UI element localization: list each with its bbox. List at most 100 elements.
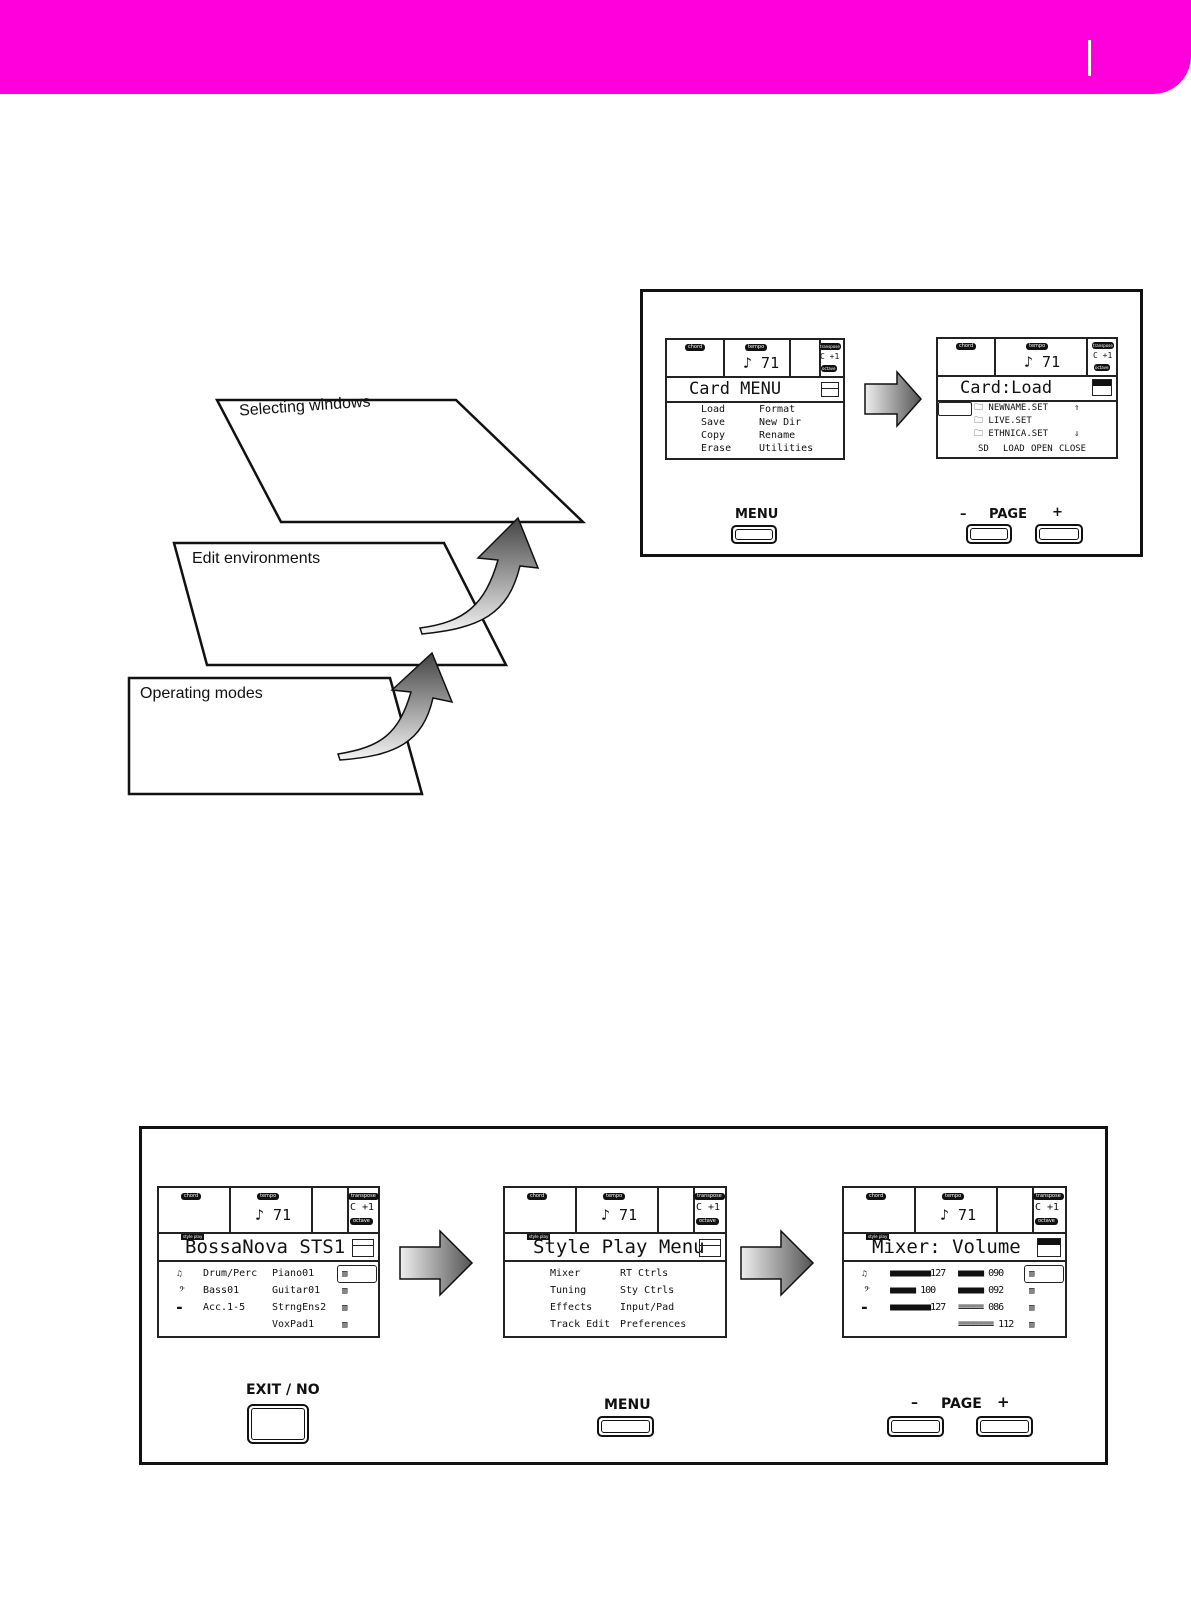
menu-item-input-pad[interactable]: Input/Pad (620, 1302, 675, 1313)
tag-transpose: transpose (819, 343, 841, 350)
page-plus-button[interactable] (976, 1416, 1033, 1437)
right-arrow-icon (740, 1229, 815, 1297)
tag-chord: chord (527, 1193, 548, 1200)
tag-tempo: tempo (603, 1193, 626, 1200)
file-item[interactable]: 🗀 NEWNAME.SET (974, 403, 1049, 413)
layer-selecting-windows (214, 398, 587, 524)
menu-item[interactable]: Rename (759, 430, 796, 441)
menu-item[interactable]: Erase (701, 443, 732, 454)
menu-item-mixer[interactable]: Mixer (550, 1268, 581, 1279)
menu-item[interactable]: Save (701, 417, 726, 428)
keyboard-icon: ▥ (342, 1269, 348, 1279)
volume-bar[interactable]: ≡≡≡≡≡ 086 (958, 1302, 1004, 1313)
transpose-value: C +1 (1093, 351, 1113, 360)
menu-item[interactable]: New Dir (759, 417, 802, 428)
tab-load[interactable]: LOAD (1003, 444, 1025, 454)
bass-icon: 𝄢 (179, 1286, 185, 1296)
keyboard-icon: ▥ (342, 1286, 348, 1296)
volume-bar[interactable]: ≡≡≡≡≡≡≡ 112 (958, 1319, 1014, 1330)
volume-bar[interactable]: ■■■■■■■■127 (890, 1302, 946, 1313)
page-header-bar (0, 0, 1191, 94)
page-minus-button[interactable] (887, 1416, 944, 1437)
exit-no-label: EXIT / NO (246, 1382, 320, 1398)
track-name[interactable]: VoxPad1 (272, 1319, 315, 1330)
transpose-value: C +1 (820, 352, 840, 361)
menu-item-effects[interactable]: Effects (550, 1302, 593, 1313)
track-name[interactable]: Bass01 (203, 1285, 240, 1296)
lcd-title: BossaNova STS1 (185, 1236, 346, 1258)
tab-open[interactable]: OPEN (1031, 444, 1053, 454)
scroll-up-icon[interactable]: ⇑ (1074, 403, 1080, 413)
page-indicator (1092, 379, 1112, 396)
menu-item-sty-ctrls[interactable]: Sty Ctrls (620, 1285, 675, 1296)
tag-chord: chord (181, 1193, 202, 1200)
transpose-value: C +1 (696, 1202, 721, 1213)
file-item[interactable]: 🗀 ETHNICA.SET (974, 429, 1049, 439)
layer-label-operating: Operating modes (140, 685, 263, 702)
scroll-down-icon[interactable]: ⇓ (1074, 429, 1080, 439)
volume-bar[interactable]: ■■■■■■■■127 (890, 1268, 946, 1279)
acc-icon: ▬ (177, 1303, 182, 1312)
page-label: PAGE (989, 507, 1027, 522)
menu-item-rt-ctrls[interactable]: RT Ctrls (620, 1268, 669, 1279)
menu-button[interactable] (597, 1416, 654, 1437)
page-plus-label: + (997, 1393, 1010, 1411)
menu-item[interactable]: Copy (701, 430, 726, 441)
volume-bar[interactable]: ■■■■■ 090 (958, 1268, 1004, 1279)
file-item[interactable]: 🗀 LIVE.SET (974, 416, 1032, 426)
selection-cursor (337, 1265, 377, 1283)
menu-button-label: MENU (735, 507, 779, 522)
tag-octave: octave (1035, 1218, 1058, 1225)
page-minus-button[interactable] (966, 524, 1012, 544)
tab-sd[interactable]: SD (978, 444, 989, 454)
tag-octave: octave (696, 1218, 719, 1225)
tag-tempo: tempo (257, 1193, 280, 1200)
keyboard-icon: ▥ (1029, 1303, 1035, 1313)
menu-item[interactable]: Format (759, 404, 796, 415)
menu-item-track-edit[interactable]: Track Edit (550, 1319, 611, 1330)
menu-item-preferences[interactable]: Preferences (620, 1319, 687, 1330)
lcd-title: Card MENU (689, 379, 782, 399)
tag-chord: chord (956, 343, 977, 350)
menu-button[interactable] (731, 525, 777, 544)
volume-bar[interactable]: ■■■■■ 092 (958, 1285, 1004, 1296)
transpose-value: C +1 (1035, 1202, 1060, 1213)
volume-bar[interactable]: ■■■■■ 100 (890, 1285, 936, 1296)
up-arrow-1 (419, 516, 540, 635)
tag-transpose: transpose (1092, 342, 1114, 349)
tag-transpose: transpose (1033, 1193, 1064, 1200)
keyboard-icon: ▥ (342, 1320, 348, 1330)
menu-item[interactable]: Load (701, 404, 726, 415)
keyboard-icon: ▥ (1029, 1320, 1035, 1330)
tag-transpose: transpose (348, 1193, 379, 1200)
menu-button-label: MENU (604, 1397, 651, 1413)
lcd-title: Card:Load (960, 378, 1053, 398)
selection-cursor (1024, 1265, 1064, 1283)
page-indicator (1037, 1238, 1061, 1257)
drum-icon: ♫ (862, 1269, 867, 1278)
track-name[interactable]: Piano01 (272, 1268, 315, 1279)
menu-item-tuning[interactable]: Tuning (550, 1285, 587, 1296)
track-name[interactable]: Drum/Perc (203, 1268, 258, 1279)
transpose-value: C +1 (350, 1202, 375, 1213)
track-name[interactable]: Acc.1-5 (203, 1302, 246, 1313)
tempo-value: ♪ 71 (255, 1206, 292, 1224)
right-arrow-icon (864, 370, 923, 428)
acc-icon: ▬ (862, 1303, 867, 1312)
page-plus-button[interactable] (1035, 524, 1083, 544)
page-label: PAGE (941, 1396, 982, 1412)
page-squares-icon (352, 1239, 374, 1257)
track-name[interactable]: StrngEns2 (272, 1302, 327, 1313)
tag-style-play: style play (527, 1234, 551, 1240)
tab-close[interactable]: CLOSE (1059, 444, 1087, 454)
selection-cursor (938, 402, 972, 416)
exit-no-button[interactable] (247, 1404, 309, 1444)
page-plus-label: + (1052, 505, 1063, 520)
track-name[interactable]: Guitar01 (272, 1285, 321, 1296)
menu-item[interactable]: Utilities (759, 443, 814, 454)
layer-operating-modes (127, 676, 424, 796)
